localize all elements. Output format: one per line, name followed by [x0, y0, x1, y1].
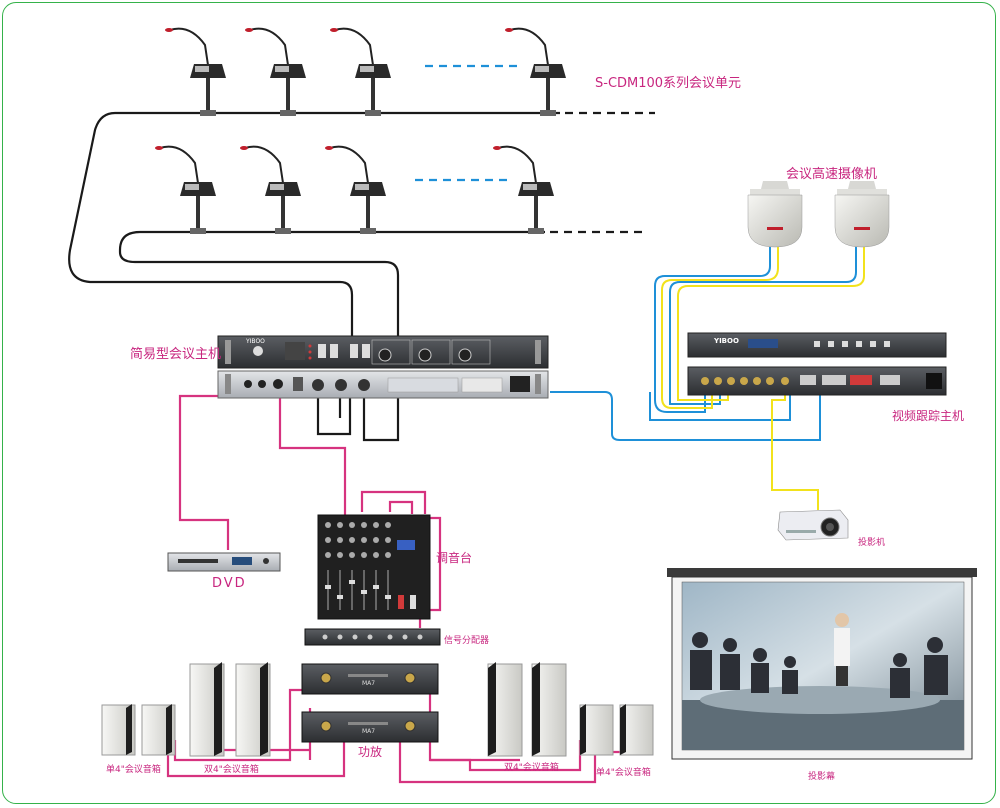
amplifier-unit — [301, 711, 439, 743]
conference-unit — [330, 27, 391, 116]
conference-units — [155, 27, 566, 234]
amp-model-mark-2: MA7 — [362, 728, 376, 735]
mixer-label: 调音台 — [436, 551, 473, 565]
dvd-label: DVD — [212, 576, 247, 591]
speakers — [101, 662, 654, 757]
dome-camera — [747, 181, 803, 248]
dvd-player — [167, 552, 281, 572]
speakers-right-large-label: 双4"会议音箱 — [504, 763, 559, 773]
conference-unit — [493, 145, 554, 234]
main-unit-label: 简易型会议主机 — [130, 347, 222, 362]
signal-distributor — [304, 628, 441, 646]
yellow-video-cables — [661, 246, 865, 510]
video-tracking-host — [687, 332, 947, 396]
conference-unit — [240, 145, 301, 234]
blue-video-cables — [550, 246, 857, 441]
conference-units-label: S-CDM100系列会议单元 — [595, 76, 742, 91]
conference-unit — [245, 27, 306, 116]
conference-unit — [325, 145, 386, 234]
speakers-left-small-label: 单4"会议音箱 — [106, 765, 161, 775]
splitter-label: 信号分配器 — [444, 636, 490, 646]
audio-mixer — [317, 514, 431, 620]
power-amplifiers — [301, 663, 439, 743]
tracking-brand-mark: YIBOO — [714, 337, 739, 345]
conference-unit — [155, 145, 216, 234]
projector-label: 投影机 — [858, 538, 886, 548]
dome-camera — [834, 181, 890, 248]
amplifier-label: 功放 — [358, 745, 383, 759]
cameras-label: 会议高速摄像机 — [786, 167, 878, 182]
speakers-right-small-label: 单4"会议音箱 — [596, 768, 651, 778]
amplifier-unit — [301, 663, 439, 695]
conference-unit — [505, 27, 566, 116]
dome-cameras — [747, 181, 890, 248]
projection-screen — [667, 568, 977, 760]
speakers-left-large-label: 双4"会议音箱 — [204, 765, 259, 775]
host-brand-mark: YIBOO — [246, 338, 265, 345]
conference-main-unit — [217, 335, 549, 399]
amp-model-mark-1: MA7 — [362, 680, 376, 687]
projector-device — [777, 509, 849, 541]
screen-label: 投影幕 — [808, 772, 836, 782]
tracking-host-label: 视频跟踪主机 — [892, 409, 965, 423]
conference-unit — [165, 27, 226, 116]
